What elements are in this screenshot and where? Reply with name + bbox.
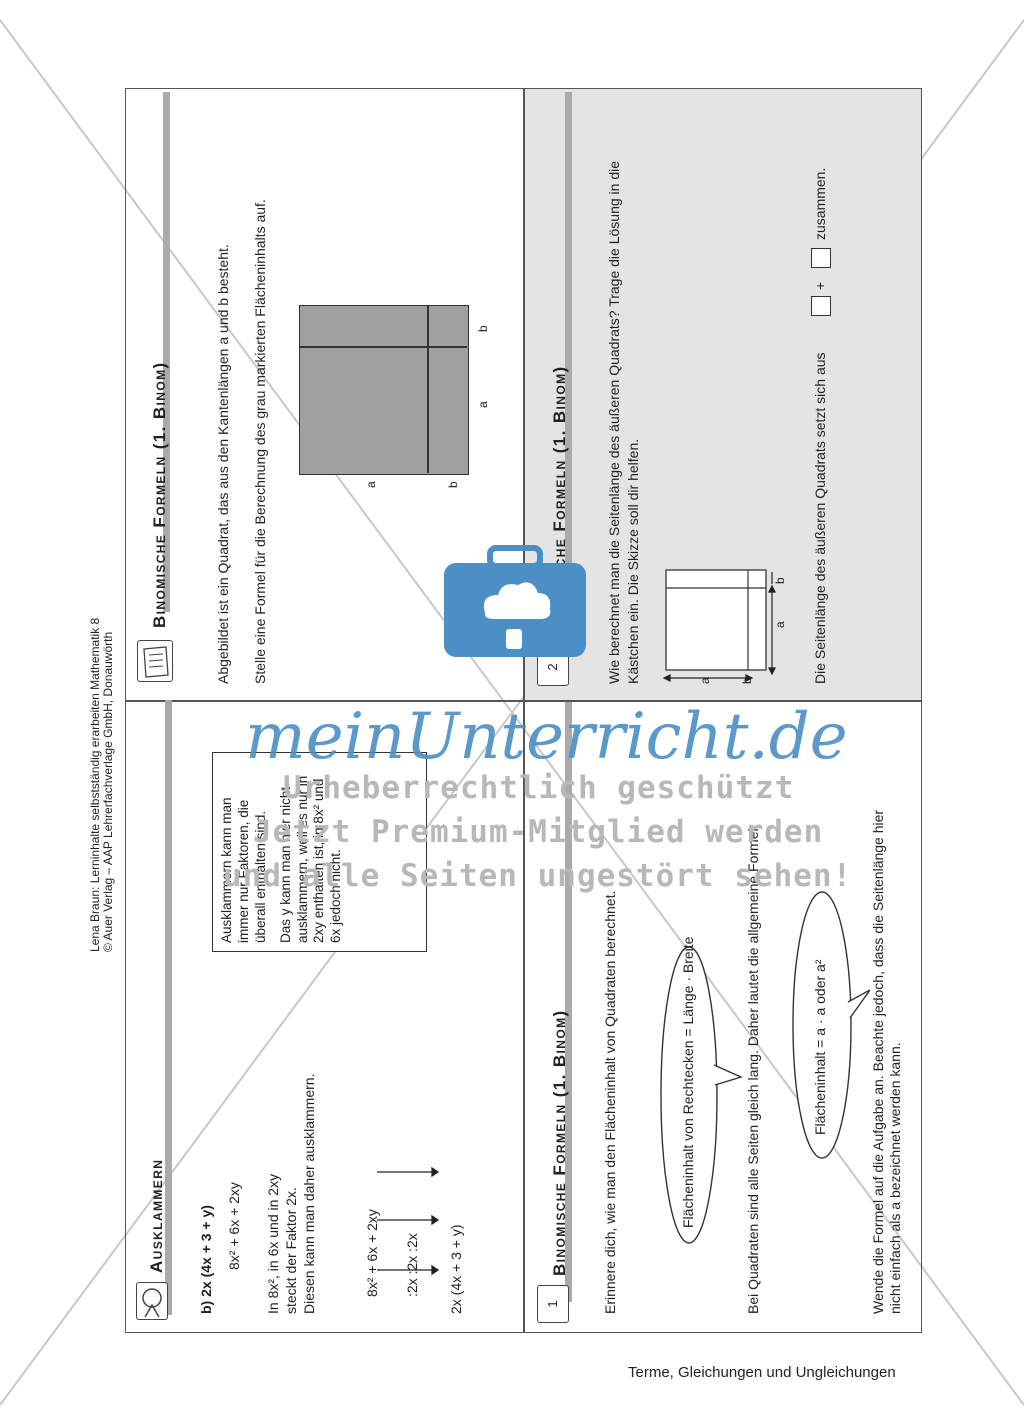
explanation-line-2: steckt der Faktor 2x. — [283, 1187, 299, 1314]
step-number-icon: 1 — [537, 1285, 569, 1323]
title-bar — [565, 702, 572, 1302]
sketch-label-a-right: a — [773, 621, 787, 628]
diagram-divider-horizontal — [300, 346, 467, 348]
task-text-3: Wende die Formel auf die Aufgabe an. Bea… — [870, 809, 886, 1314]
label-a-side: a — [364, 481, 378, 488]
task-text-2: Bei Quadraten sind alle Seiten gleich la… — [745, 824, 761, 1314]
label-a-bottom: a — [476, 401, 490, 408]
header-line-2: © Auer Verlag – AAP Lehrerfachverlage Gm… — [101, 631, 115, 952]
note-sheet-icon — [137, 640, 173, 682]
sketch-label-b-right: b — [773, 577, 787, 584]
task-text-1: Wie berechnet man die Seitenlänge des äu… — [606, 160, 622, 684]
answer-plus: + — [812, 281, 828, 290]
pencil-icon — [136, 1282, 168, 1320]
square-sketch — [662, 569, 776, 682]
speech-bubble-2: Flächeninhalt = a · a oder a² — [790, 890, 870, 1160]
sketch-label-b: b — [740, 677, 754, 684]
watermark-line-1: Urheberrechtlich geschützt — [283, 770, 795, 806]
title-bar — [165, 700, 172, 1315]
title-bar — [565, 92, 572, 612]
task-text-1: Abgebildet ist ein Quadrat, das aus den … — [215, 244, 231, 684]
card-title: Binomische Formeln (1. Binom) — [550, 1009, 569, 1276]
label-b-side: b — [446, 481, 460, 488]
card-title: Ausklammern — [147, 1158, 166, 1273]
frame-divider-vertical — [523, 88, 525, 1333]
sketch-label-a: a — [698, 677, 712, 684]
diagram-divider-vertical — [427, 306, 429, 473]
hint-text-1: Ausklammern kann man immer nur Faktoren,… — [219, 797, 268, 943]
answer-text-end: zusammen. — [812, 167, 828, 240]
task-text-1: Erinnere dich, wie man den Flächeninhalt… — [602, 890, 618, 1314]
watermark-line-2: Jetzt Premium-Mitglied werden — [253, 814, 824, 850]
watermark-brand: meinUnterricht.de — [245, 700, 848, 774]
frame-divider-horizontal — [125, 700, 922, 702]
watermark-line-3: und alle Seiten ungestört sehen! — [223, 858, 853, 894]
explanation-line-1: In 8x², in 6x und in 2xy — [265, 1173, 281, 1314]
card-title: Binomische Formeln (1. Binom) — [150, 361, 169, 628]
bubble-text-2: Flächeninhalt = a · a oder a² — [812, 959, 828, 1136]
label-b-bottom: b — [476, 325, 490, 332]
task-text-4: nicht einfach als a bezeichnet werden ka… — [887, 1042, 903, 1314]
answer-box-1[interactable] — [811, 296, 831, 316]
answer-box-2[interactable] — [811, 248, 831, 268]
title-bar — [163, 92, 170, 612]
header-line-1: Lena Braun: Lerninhalte selbstständig er… — [88, 617, 102, 952]
task-label: b) 2x (4x + 3 + y) — [198, 1205, 214, 1314]
step-number: 1 — [545, 1300, 560, 1308]
briefcase-logo-icon — [440, 545, 590, 660]
division-arrows — [377, 1166, 440, 1276]
task-text-2: Stelle eine Formel für die Berechnung de… — [252, 199, 268, 684]
bubble-text-1: Flächeninhalt von Rechtecken = Länge · B… — [680, 936, 696, 1228]
task-text-2: Kästchen ein. Die Skizze soll dir helfen… — [625, 438, 641, 684]
footer-text: Terme, Gleichungen und Ungleichungen — [628, 1364, 896, 1381]
square-diagram — [299, 305, 469, 475]
answer-text-start: Die Seitenlänge des äußeren Quadrats set… — [812, 352, 828, 684]
explanation-line-3: Diesen kann man daher ausklammern. — [301, 1073, 317, 1314]
speech-bubble-1: Flächeninhalt von Rechtecken = Länge · B… — [659, 937, 743, 1245]
expression: 8x² + 6x + 2xy — [226, 1182, 242, 1270]
factor-row-result: 2x (4x + 3 + y) — [448, 1224, 464, 1314]
